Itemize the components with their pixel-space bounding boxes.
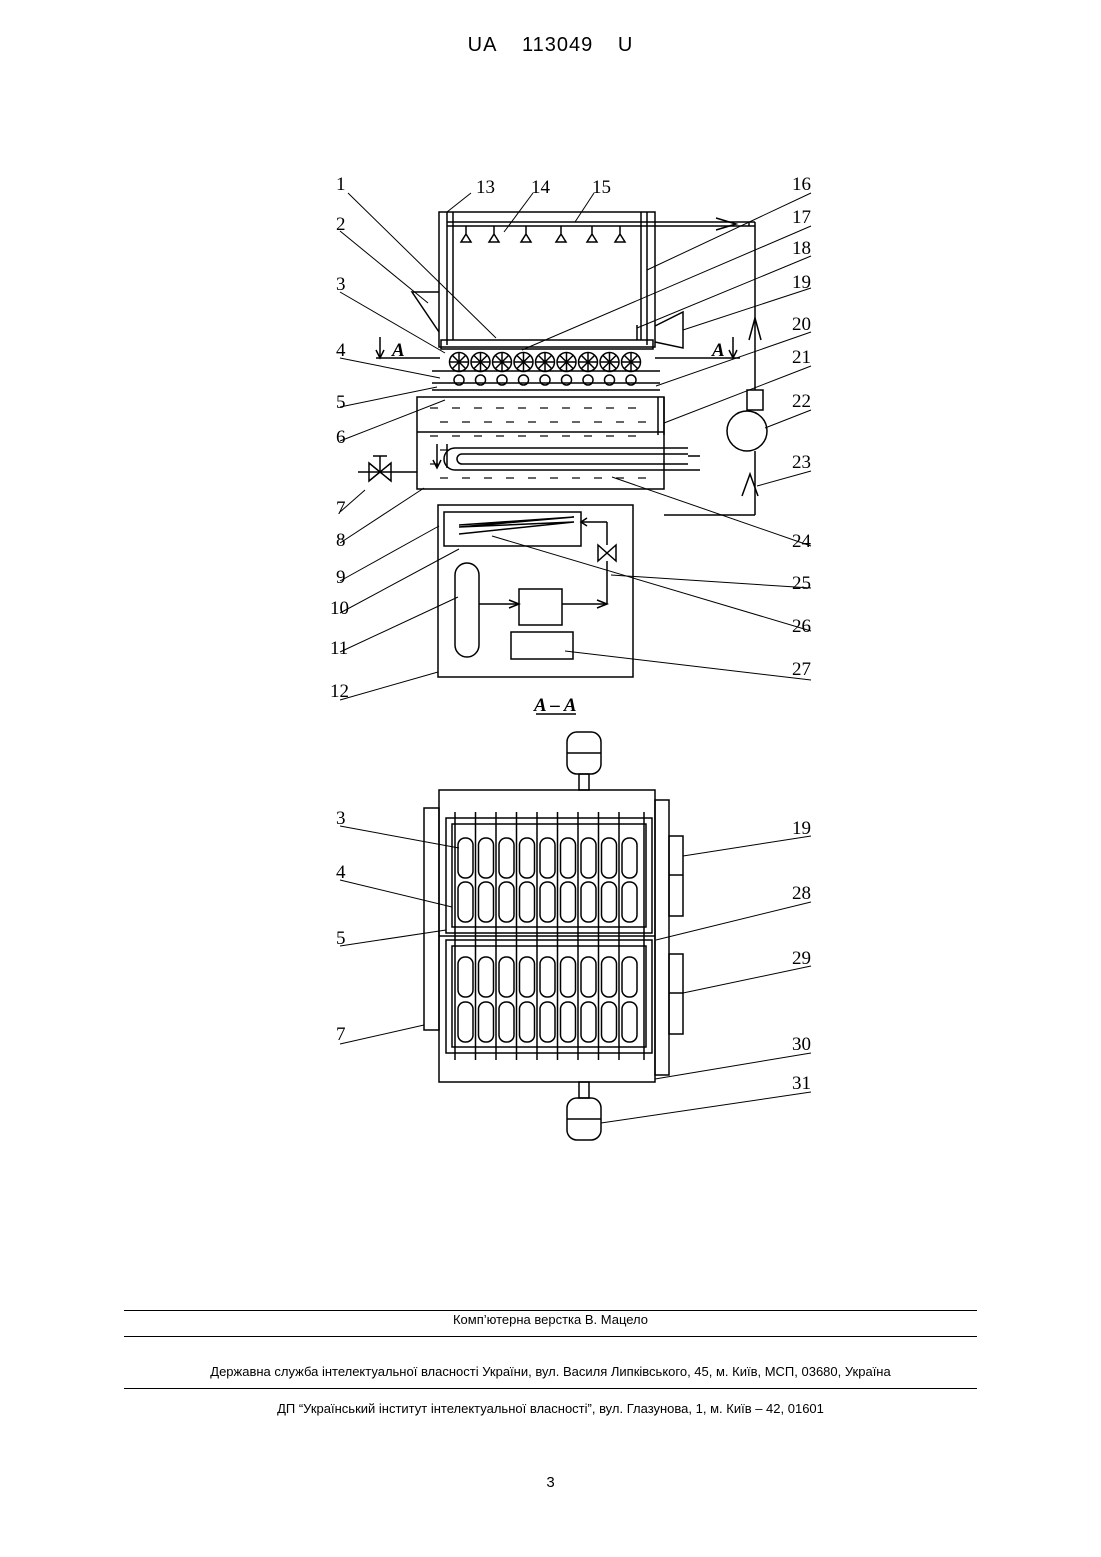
label-22: 22 (792, 391, 811, 412)
product-capsule (581, 1002, 596, 1042)
product-capsule (499, 1002, 514, 1042)
label-14: 14 (531, 177, 551, 198)
product-capsule (561, 1002, 576, 1042)
label-24: 24 (792, 531, 812, 552)
product-capsule (561, 882, 576, 922)
label-aa-31: 31 (792, 1073, 811, 1094)
page-number: 3 (0, 1474, 1101, 1491)
product-capsule (540, 957, 555, 997)
agency-address: Державна служба інтелектуальної власност… (0, 1364, 1101, 1379)
label-2: 2 (336, 214, 346, 235)
label-3: 3 (336, 274, 346, 295)
label-16: 16 (792, 174, 811, 195)
label-aa-5: 5 (336, 928, 346, 949)
product-capsule (499, 882, 514, 922)
label-17: 17 (792, 207, 811, 228)
label-aa-7: 7 (336, 1024, 346, 1045)
product-capsule (602, 838, 617, 878)
product-capsule (458, 882, 473, 922)
product-capsule (520, 957, 535, 997)
product-capsule (479, 1002, 494, 1042)
label-aa-29: 29 (792, 948, 811, 969)
product-capsule (581, 957, 596, 997)
product-capsule (520, 838, 535, 878)
label-6: 6 (336, 427, 346, 448)
label-aa-28: 28 (792, 883, 811, 904)
label-5: 5 (336, 392, 346, 413)
product-capsule (561, 957, 576, 997)
product-capsule (602, 957, 617, 997)
product-capsule (540, 838, 555, 878)
label-8: 8 (336, 530, 346, 551)
product-capsule (622, 838, 637, 878)
label-aa-19: 19 (792, 818, 811, 839)
label-25: 25 (792, 573, 811, 594)
label-13: 13 (476, 177, 495, 198)
footer-rule-1 (124, 1310, 977, 1311)
product-capsule (622, 882, 637, 922)
label-7: 7 (336, 498, 346, 519)
cut-marker-right: A (711, 340, 725, 361)
label-11: 11 (330, 638, 348, 659)
institute-address: ДП “Український інститут інтелектуальної… (0, 1401, 1101, 1416)
label-26: 26 (792, 616, 811, 637)
label-aa-30: 30 (792, 1034, 811, 1055)
product-capsule (458, 838, 473, 878)
product-capsule (458, 957, 473, 997)
label-9: 9 (336, 567, 346, 588)
layout-credit: Комп’ютерна верстка В. Мацело (0, 1312, 1101, 1327)
product-capsule (479, 882, 494, 922)
product-capsule (602, 882, 617, 922)
label-21: 21 (792, 347, 811, 368)
label-15: 15 (592, 177, 611, 198)
label-aa-3: 3 (336, 808, 346, 829)
label-18: 18 (792, 238, 811, 259)
product-capsule (499, 957, 514, 997)
product-capsule (581, 882, 596, 922)
label-4: 4 (336, 340, 346, 361)
product-capsule (479, 957, 494, 997)
product-capsule (581, 838, 596, 878)
product-capsule (540, 1002, 555, 1042)
label-27: 27 (792, 659, 811, 680)
label-1: 1 (336, 174, 346, 195)
product-capsule (520, 1002, 535, 1042)
product-capsule (479, 838, 494, 878)
product-capsule (540, 882, 555, 922)
footer-rule-2 (124, 1336, 977, 1337)
product-capsule (458, 1002, 473, 1042)
label-19: 19 (792, 272, 811, 293)
label-12: 12 (330, 681, 349, 702)
product-capsule (622, 1002, 637, 1042)
product-capsule (520, 882, 535, 922)
label-20: 20 (792, 314, 811, 335)
cut-marker-left: A (391, 340, 405, 361)
label-10: 10 (330, 598, 349, 619)
footer-rule-3 (124, 1388, 977, 1389)
label-aa-4: 4 (336, 862, 346, 883)
label-23: 23 (792, 452, 811, 473)
product-capsule (602, 1002, 617, 1042)
section-label: A – A (533, 695, 577, 716)
product-capsule (499, 838, 514, 878)
product-capsule (622, 957, 637, 997)
product-capsule (561, 838, 576, 878)
